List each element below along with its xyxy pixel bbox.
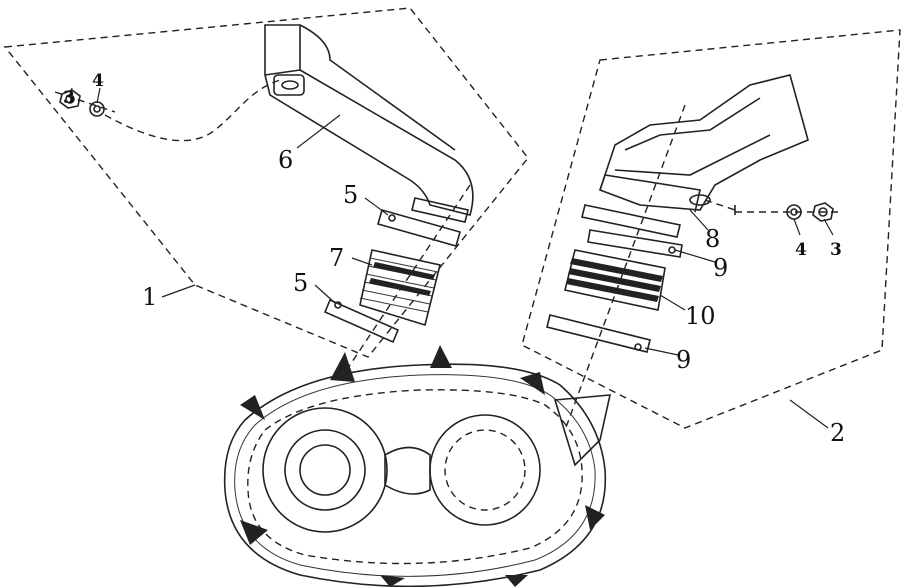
callout-9-upper: 9 [713, 254, 728, 282]
washer-left [89, 101, 105, 117]
callout-5-lower: 5 [293, 269, 308, 297]
callout-7: 7 [329, 244, 344, 272]
clamp-lower-left [323, 298, 400, 344]
left-routing-line [104, 79, 281, 142]
callout-1: 1 [142, 283, 157, 311]
clamp-upper-right [581, 204, 683, 258]
boot-right [564, 249, 666, 311]
cvt-housing [223, 345, 612, 587]
callout-9-lower: 9 [676, 346, 691, 374]
exhaust-duct [598, 74, 840, 215]
callout-8: 8 [705, 225, 720, 253]
callout-6: 6 [278, 146, 293, 174]
left-fastener-axis [54, 91, 116, 113]
callout-3-left: 3 [63, 88, 75, 108]
boot-left [359, 249, 441, 327]
callout-4-right: 4 [795, 240, 807, 260]
callout-5-upper: 5 [343, 181, 358, 209]
left-assembly-axis [339, 184, 471, 381]
intake-duct [264, 24, 474, 223]
clamp-lower-right [546, 314, 651, 353]
leader-lines [69, 87, 834, 429]
nut-right [812, 202, 834, 222]
callout-10: 10 [685, 302, 716, 330]
callout-3-right: 3 [830, 240, 842, 260]
callout-2: 2 [830, 419, 845, 447]
right-assembly-axis [564, 104, 686, 431]
callout-4-left: 4 [92, 71, 104, 91]
clamp-upper-left [377, 209, 461, 247]
assembly-1-outline [3, 7, 529, 358]
